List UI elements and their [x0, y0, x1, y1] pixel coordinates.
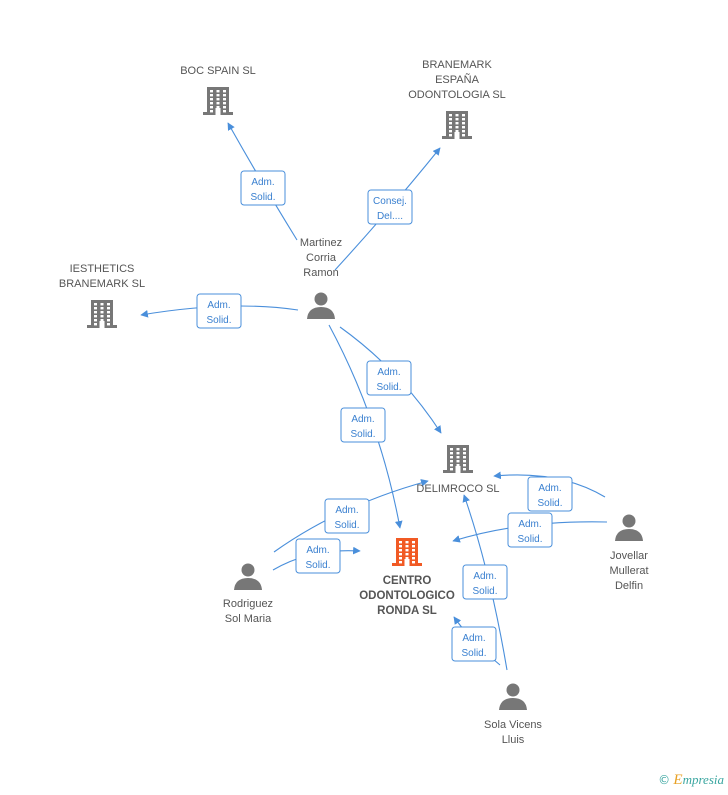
node-label: ODONTOLOGICO [359, 590, 455, 602]
node-label: BOC SPAIN SL [180, 65, 256, 77]
building-icon [203, 87, 233, 115]
edge-label-text: Adm. [473, 571, 496, 582]
node-delimroco[interactable]: DELIMROCO SL [416, 445, 500, 495]
edge-label-box[interactable]: Adm. Solid. [451, 626, 497, 662]
node-label: ODONTOLOGIA SL [408, 89, 506, 101]
node-label: Lluis [502, 734, 525, 746]
edge-label-text: Solid. [461, 648, 486, 659]
node-label: Martinez [300, 237, 342, 249]
building-icon [442, 111, 472, 139]
edge-label-text: Adm. [518, 519, 541, 530]
node-label: IESTHETICS [70, 263, 135, 275]
edge-label-text: Del.... [377, 211, 403, 222]
node-centro[interactable]: CENTRO ODONTOLOGICO RONDA SL [359, 538, 455, 617]
edge-label-text: Solid. [517, 534, 542, 545]
node-iesthetics[interactable]: IESTHETICS BRANEMARK SL [59, 263, 145, 328]
person-icon [499, 683, 527, 710]
edge-label-text: Solid. [250, 192, 275, 203]
person-icon [234, 563, 262, 590]
edge-label-box[interactable]: Adm. Solid. [240, 170, 286, 206]
edge-label-text: Adm. [207, 300, 230, 311]
brand-initial: E [673, 772, 683, 788]
person-icon [615, 514, 643, 541]
edge-label-text: Solid. [376, 382, 401, 393]
node-label: Sol Maria [225, 613, 272, 625]
node-label: CENTRO [383, 575, 432, 587]
edge-label-text: Adm. [335, 505, 358, 516]
node-boc[interactable]: BOC SPAIN SL [180, 65, 256, 115]
person-icon [307, 292, 335, 319]
node-label: BRANEMARK SL [59, 278, 145, 290]
edge-label-box[interactable]: Adm. Solid. [527, 476, 573, 512]
copyright-symbol: © [658, 773, 671, 787]
building-icon [87, 300, 117, 328]
edge-label-text: Adm. [251, 177, 274, 188]
edge-label-box[interactable]: Consej. Del.... [367, 189, 413, 225]
building-icon [392, 538, 422, 566]
edge-label-text: Solid. [206, 315, 231, 326]
edge-label-text: Adm. [351, 414, 374, 425]
edge-label-text: Adm. [377, 367, 400, 378]
edge-label-box[interactable]: Adm. Solid. [507, 512, 553, 548]
edge-label-text: Adm. [306, 545, 329, 556]
edge-label-text: Consej. [373, 196, 407, 207]
node-label: DELIMROCO SL [416, 483, 499, 495]
edge-label-text: Adm. [462, 633, 485, 644]
node-label: Mullerat [609, 565, 648, 577]
edge-label-text: Solid. [472, 586, 497, 597]
node-label: BRANEMARK [422, 59, 492, 71]
node-label: Corria [306, 252, 337, 264]
footer-brand: © Empresia [658, 772, 724, 789]
building-icon [443, 445, 473, 473]
node-label: Rodriguez [223, 598, 273, 610]
edge-label-text: Solid. [537, 498, 562, 509]
edge-label-box[interactable]: Adm. Solid. [295, 538, 341, 574]
edge-label-text: Adm. [538, 483, 561, 494]
brand-name: mpresia [682, 772, 724, 787]
edge-label-box[interactable]: Adm. Solid. [366, 360, 412, 396]
edge-label-box[interactable]: Adm. Solid. [462, 564, 508, 600]
edge-label-text: Solid. [305, 560, 330, 571]
edge-label-box[interactable]: Adm. Solid. [196, 293, 242, 329]
node-label: Jovellar [610, 550, 648, 562]
edge-label-box[interactable]: Adm. Solid. [340, 407, 386, 443]
node-label: Ramon [303, 267, 338, 279]
edge-label-box[interactable]: Adm. Solid. [324, 498, 370, 534]
node-label: ESPAÑA [435, 73, 479, 86]
node-label: Sola Vicens [484, 719, 542, 731]
node-label: Delfin [615, 580, 643, 592]
edge-label-text: Solid. [334, 520, 359, 531]
node-branemark_es[interactable]: BRANEMARK ESPAÑA ODONTOLOGIA SL [408, 59, 506, 139]
edge-label-text: Solid. [350, 429, 375, 440]
node-label: RONDA SL [377, 605, 437, 617]
